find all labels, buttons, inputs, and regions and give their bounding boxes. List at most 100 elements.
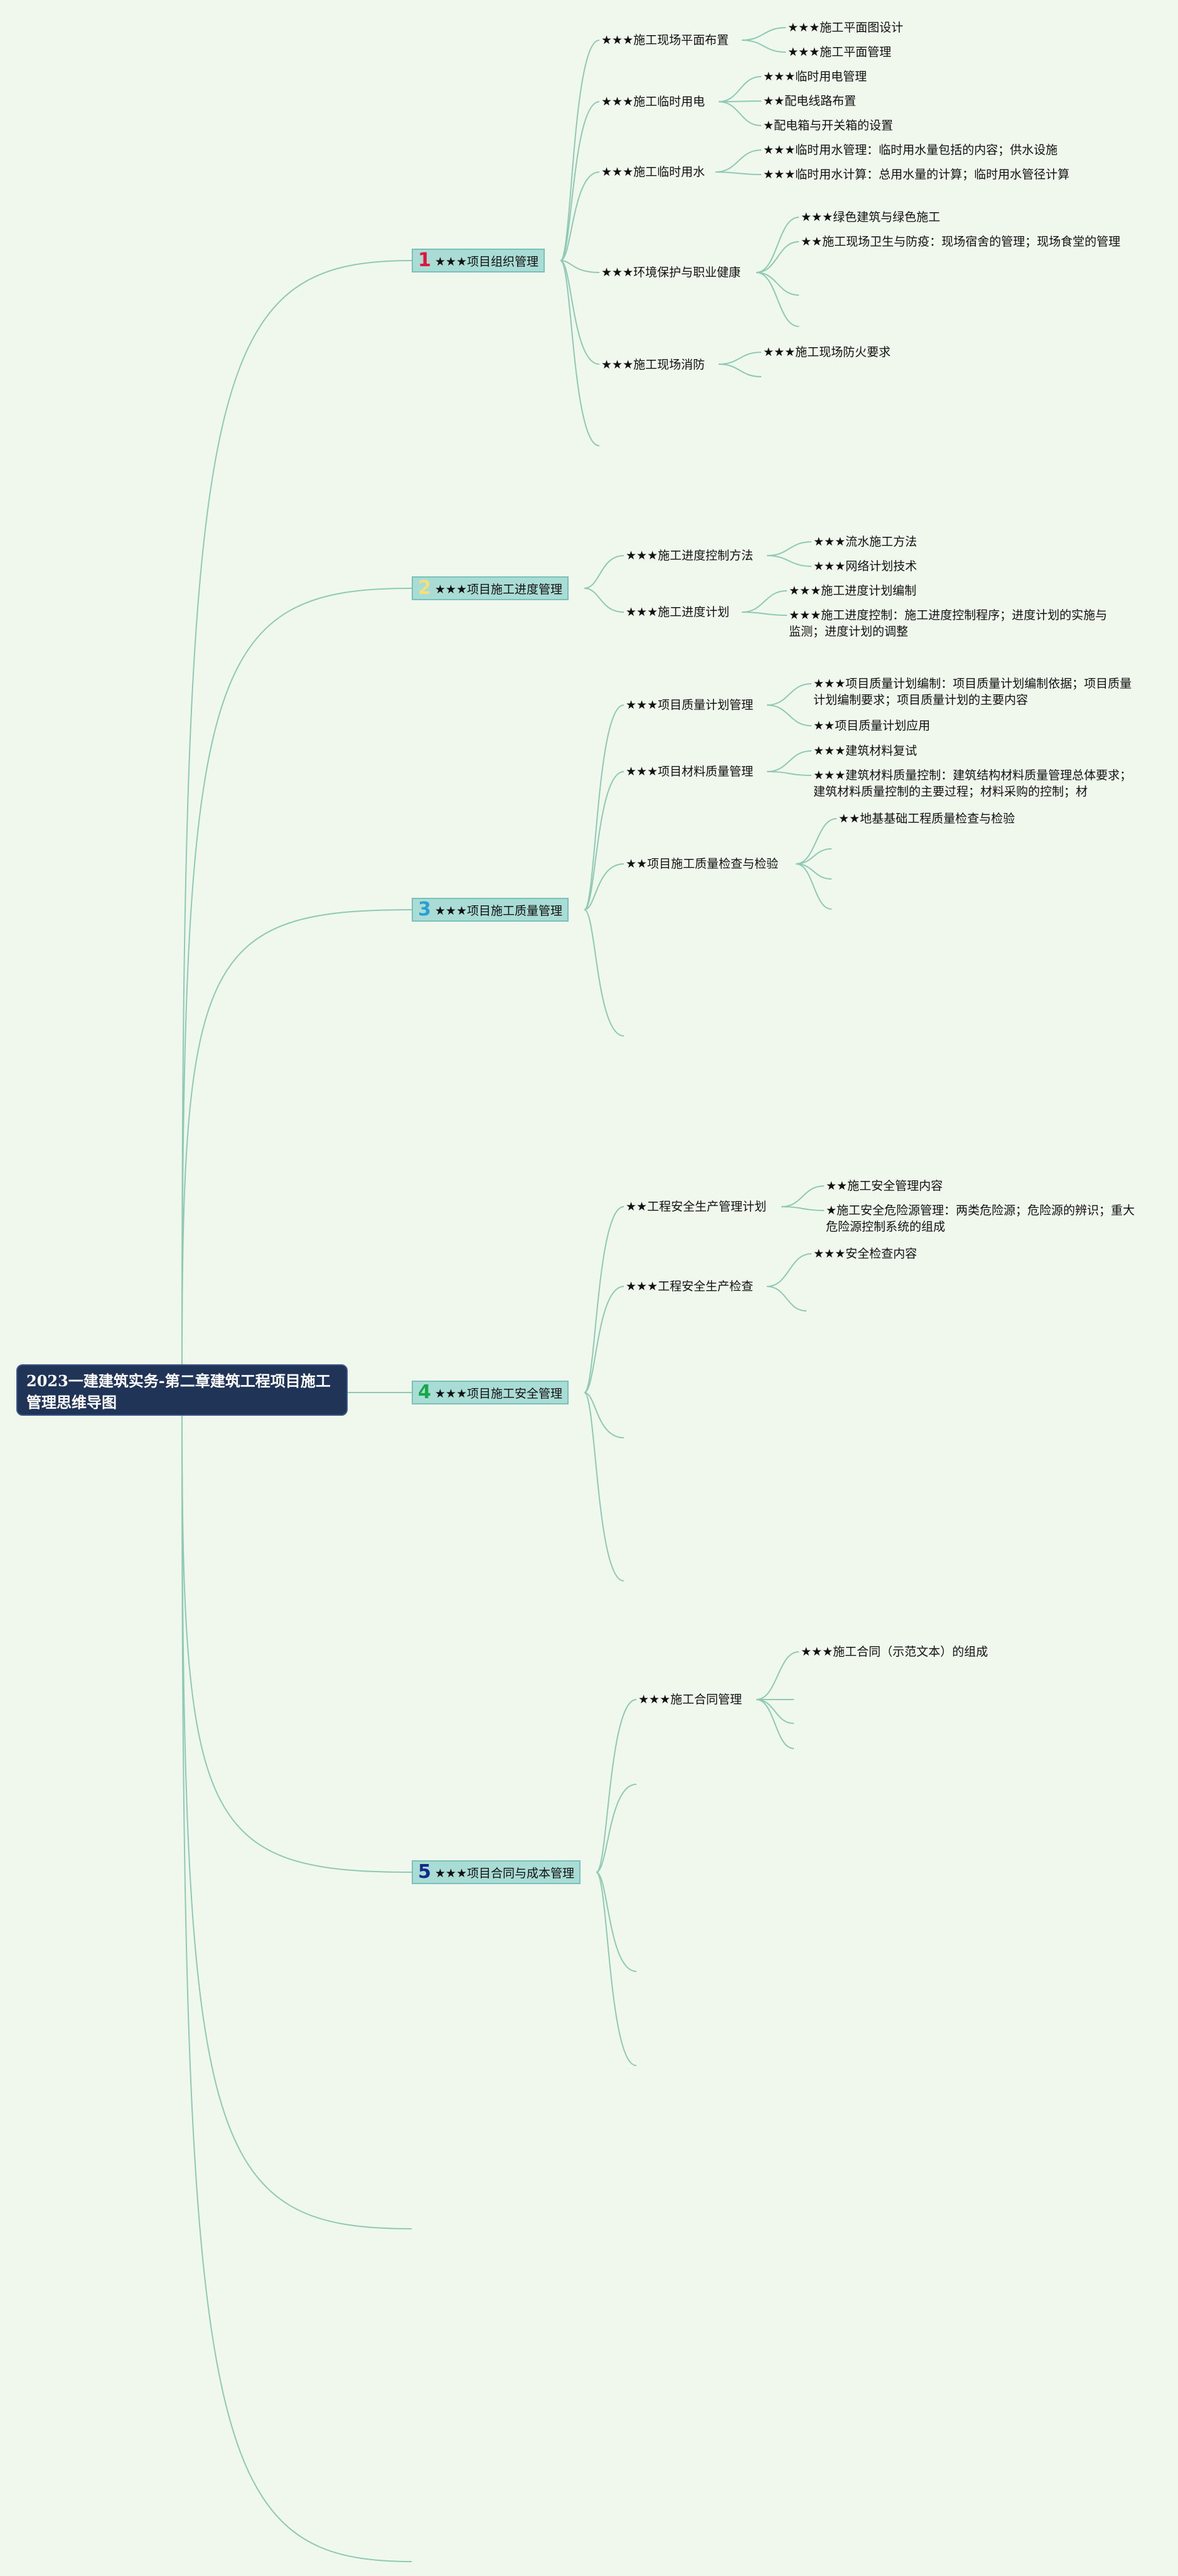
root-node[interactable]: 2023一建建筑实务-第二章建筑工程项目施工管理思维导图 xyxy=(16,1364,348,1416)
connector-curve xyxy=(766,541,812,556)
topic-fire-protection[interactable]: ★★★施工现场消防 xyxy=(601,358,705,372)
connector-curve xyxy=(584,1392,624,1438)
branch-label: ★★★项目施工进度管理 xyxy=(434,582,562,596)
branch-number: 1 xyxy=(418,249,431,271)
connector-curve xyxy=(741,612,788,616)
connector-curve xyxy=(584,1286,624,1393)
connector-curve xyxy=(756,1699,795,1749)
connector-curve xyxy=(741,40,786,53)
topic-site-layout[interactable]: ★★★施工现场平面布置 xyxy=(601,33,729,47)
connector-curve xyxy=(781,1185,825,1207)
branch-number: 4 xyxy=(418,1381,431,1403)
connector-curve xyxy=(781,1206,825,1211)
leaf-item[interactable]: ★★★临时用水管理：临时用水量包括的内容；供水设施 xyxy=(763,143,1058,157)
branch-label: ★★★项目组织管理 xyxy=(434,254,538,269)
connector-curve xyxy=(596,1699,637,1873)
connector-curve xyxy=(756,1651,800,1700)
connector-curve xyxy=(756,272,800,327)
topic-environment[interactable]: ★★★环境保护与职业健康 xyxy=(601,266,741,279)
topic-material-quality[interactable]: ★★★项目材料质量管理 xyxy=(626,765,754,779)
connector-curve xyxy=(584,704,624,910)
connector-curve xyxy=(596,1784,637,1873)
leaf-item[interactable]: ★★配电线路布置 xyxy=(763,94,857,108)
leaf-item[interactable]: ★★★施工合同（示范文本）的组成 xyxy=(801,1645,988,1659)
topic-progress-methods[interactable]: ★★★施工进度控制方法 xyxy=(626,549,754,563)
connector-curve xyxy=(718,100,762,102)
connector-curve xyxy=(596,1872,637,1972)
connector-curve xyxy=(715,149,762,173)
branch-node-4[interactable]: 4 ★★★项目施工安全管理 xyxy=(412,1381,569,1404)
leaf-item[interactable]: ★★施工安全管理内容 xyxy=(826,1179,943,1193)
topic-contract-management[interactable]: ★★★施工合同管理 xyxy=(638,1693,742,1706)
leaf-item[interactable]: ★★★临时用电管理 xyxy=(763,70,867,84)
branch-number: 2 xyxy=(418,577,431,599)
connector-curve xyxy=(181,588,412,1365)
connector-curve xyxy=(795,818,837,865)
connector-curve xyxy=(795,863,832,910)
branch-node-3[interactable]: 3 ★★★项目施工质量管理 xyxy=(412,898,569,922)
leaf-item[interactable]: ★施工安全危险源管理：两类危险源；危险源的辨识；重大危险源控制系统的组成 xyxy=(826,1204,1135,1234)
topic-safety-inspection[interactable]: ★★★工程安全生产检查 xyxy=(626,1280,754,1293)
connector-curve xyxy=(756,241,800,273)
topic-quality-inspection[interactable]: ★★项目施工质量检查与检验 xyxy=(626,857,779,871)
topic-quality-plan[interactable]: ★★★项目质量计划管理 xyxy=(626,698,754,712)
connector-curve xyxy=(584,771,624,910)
branch-node-1[interactable]: 1 ★★★项目组织管理 xyxy=(412,249,545,272)
connector-curve xyxy=(718,76,762,102)
connector-curve xyxy=(560,260,600,365)
leaf-item[interactable]: ★★施工现场卫生与防疫：现场宿舍的管理；现场食堂的管理 xyxy=(801,235,1121,249)
leaf-item[interactable]: ★★★绿色建筑与绿色施工 xyxy=(801,210,941,224)
connector-curve xyxy=(560,260,600,273)
leaf-item[interactable]: ★★★施工现场防火要求 xyxy=(763,345,891,359)
leaf-item[interactable]: ★★★项目质量计划编制：项目质量计划编制依据；项目质量计划编制要求；项目质量计划… xyxy=(813,677,1132,707)
leaf-item[interactable]: ★★★流水施工方法 xyxy=(813,535,918,549)
connector-curve xyxy=(718,352,762,365)
topic-temp-water[interactable]: ★★★施工临时用水 xyxy=(601,165,705,179)
branch-node-2[interactable]: 2 ★★★项目施工进度管理 xyxy=(412,576,569,600)
connector-curve xyxy=(741,590,788,613)
connector-curve xyxy=(715,171,762,175)
leaf-item[interactable]: ★★★建筑材料质量控制：建筑结构材料质量管理总体要求；建筑材料质量控制的主要过程… xyxy=(813,768,1132,799)
connector-curve xyxy=(795,848,832,865)
connector-curve xyxy=(766,1253,812,1287)
leaf-item[interactable]: ★配电箱与开关箱的设置 xyxy=(763,119,894,132)
connector-curve xyxy=(560,40,600,261)
connector-curve xyxy=(756,217,800,273)
leaf-item[interactable]: ★★★施工进度控制：施工进度控制程序；进度计划的实施与监测；进度计划的调整 xyxy=(789,608,1108,639)
topic-temp-power[interactable]: ★★★施工临时用电 xyxy=(601,95,705,109)
leaf-item[interactable]: ★★★施工平面图设计 xyxy=(788,21,904,35)
branch-number: 3 xyxy=(418,898,431,920)
connector-curve xyxy=(584,863,624,910)
connector-curve xyxy=(596,1872,637,2066)
connector-curve xyxy=(181,909,412,1365)
connector-curve xyxy=(766,771,812,776)
connector-curve xyxy=(560,171,600,261)
leaf-item[interactable]: ★★★施工进度计划编制 xyxy=(789,584,917,598)
connector-curve xyxy=(584,555,624,589)
leaf-item[interactable]: ★★★网络计划技术 xyxy=(813,559,918,573)
connector-curve xyxy=(584,588,624,613)
leaf-item[interactable]: ★★★建筑材料复试 xyxy=(813,744,918,758)
connector-curve xyxy=(756,272,800,296)
leaf-item[interactable]: ★★★安全检查内容 xyxy=(813,1247,918,1261)
connector-curve xyxy=(584,1392,624,1582)
topic-progress-plan[interactable]: ★★★施工进度计划 xyxy=(626,605,730,619)
leaf-item[interactable]: ★★地基基础工程质量检查与检验 xyxy=(838,812,1015,826)
connector-curve xyxy=(741,27,786,41)
topic-safety-plan[interactable]: ★★工程安全生产管理计划 xyxy=(626,1200,767,1214)
leaf-item[interactable]: ★★项目质量计划应用 xyxy=(813,719,931,733)
branch-node-5[interactable]: 5 ★★★项目合同与成本管理 xyxy=(412,1860,581,1884)
connector-curve xyxy=(584,909,624,1037)
leaf-item[interactable]: ★★★临时用水计算：总用水量的计算；临时用水管径计算 xyxy=(763,168,1070,181)
connector-curve xyxy=(766,683,812,706)
connector-curve xyxy=(181,260,412,1365)
connector-curve xyxy=(756,1699,795,1724)
connector-curve xyxy=(766,555,812,567)
connector-curve xyxy=(584,1206,624,1393)
connector-curve xyxy=(766,750,812,772)
connector-curve xyxy=(560,260,600,446)
leaf-item[interactable]: ★★★施工平面管理 xyxy=(788,45,892,59)
connector-curve xyxy=(181,1415,412,2562)
